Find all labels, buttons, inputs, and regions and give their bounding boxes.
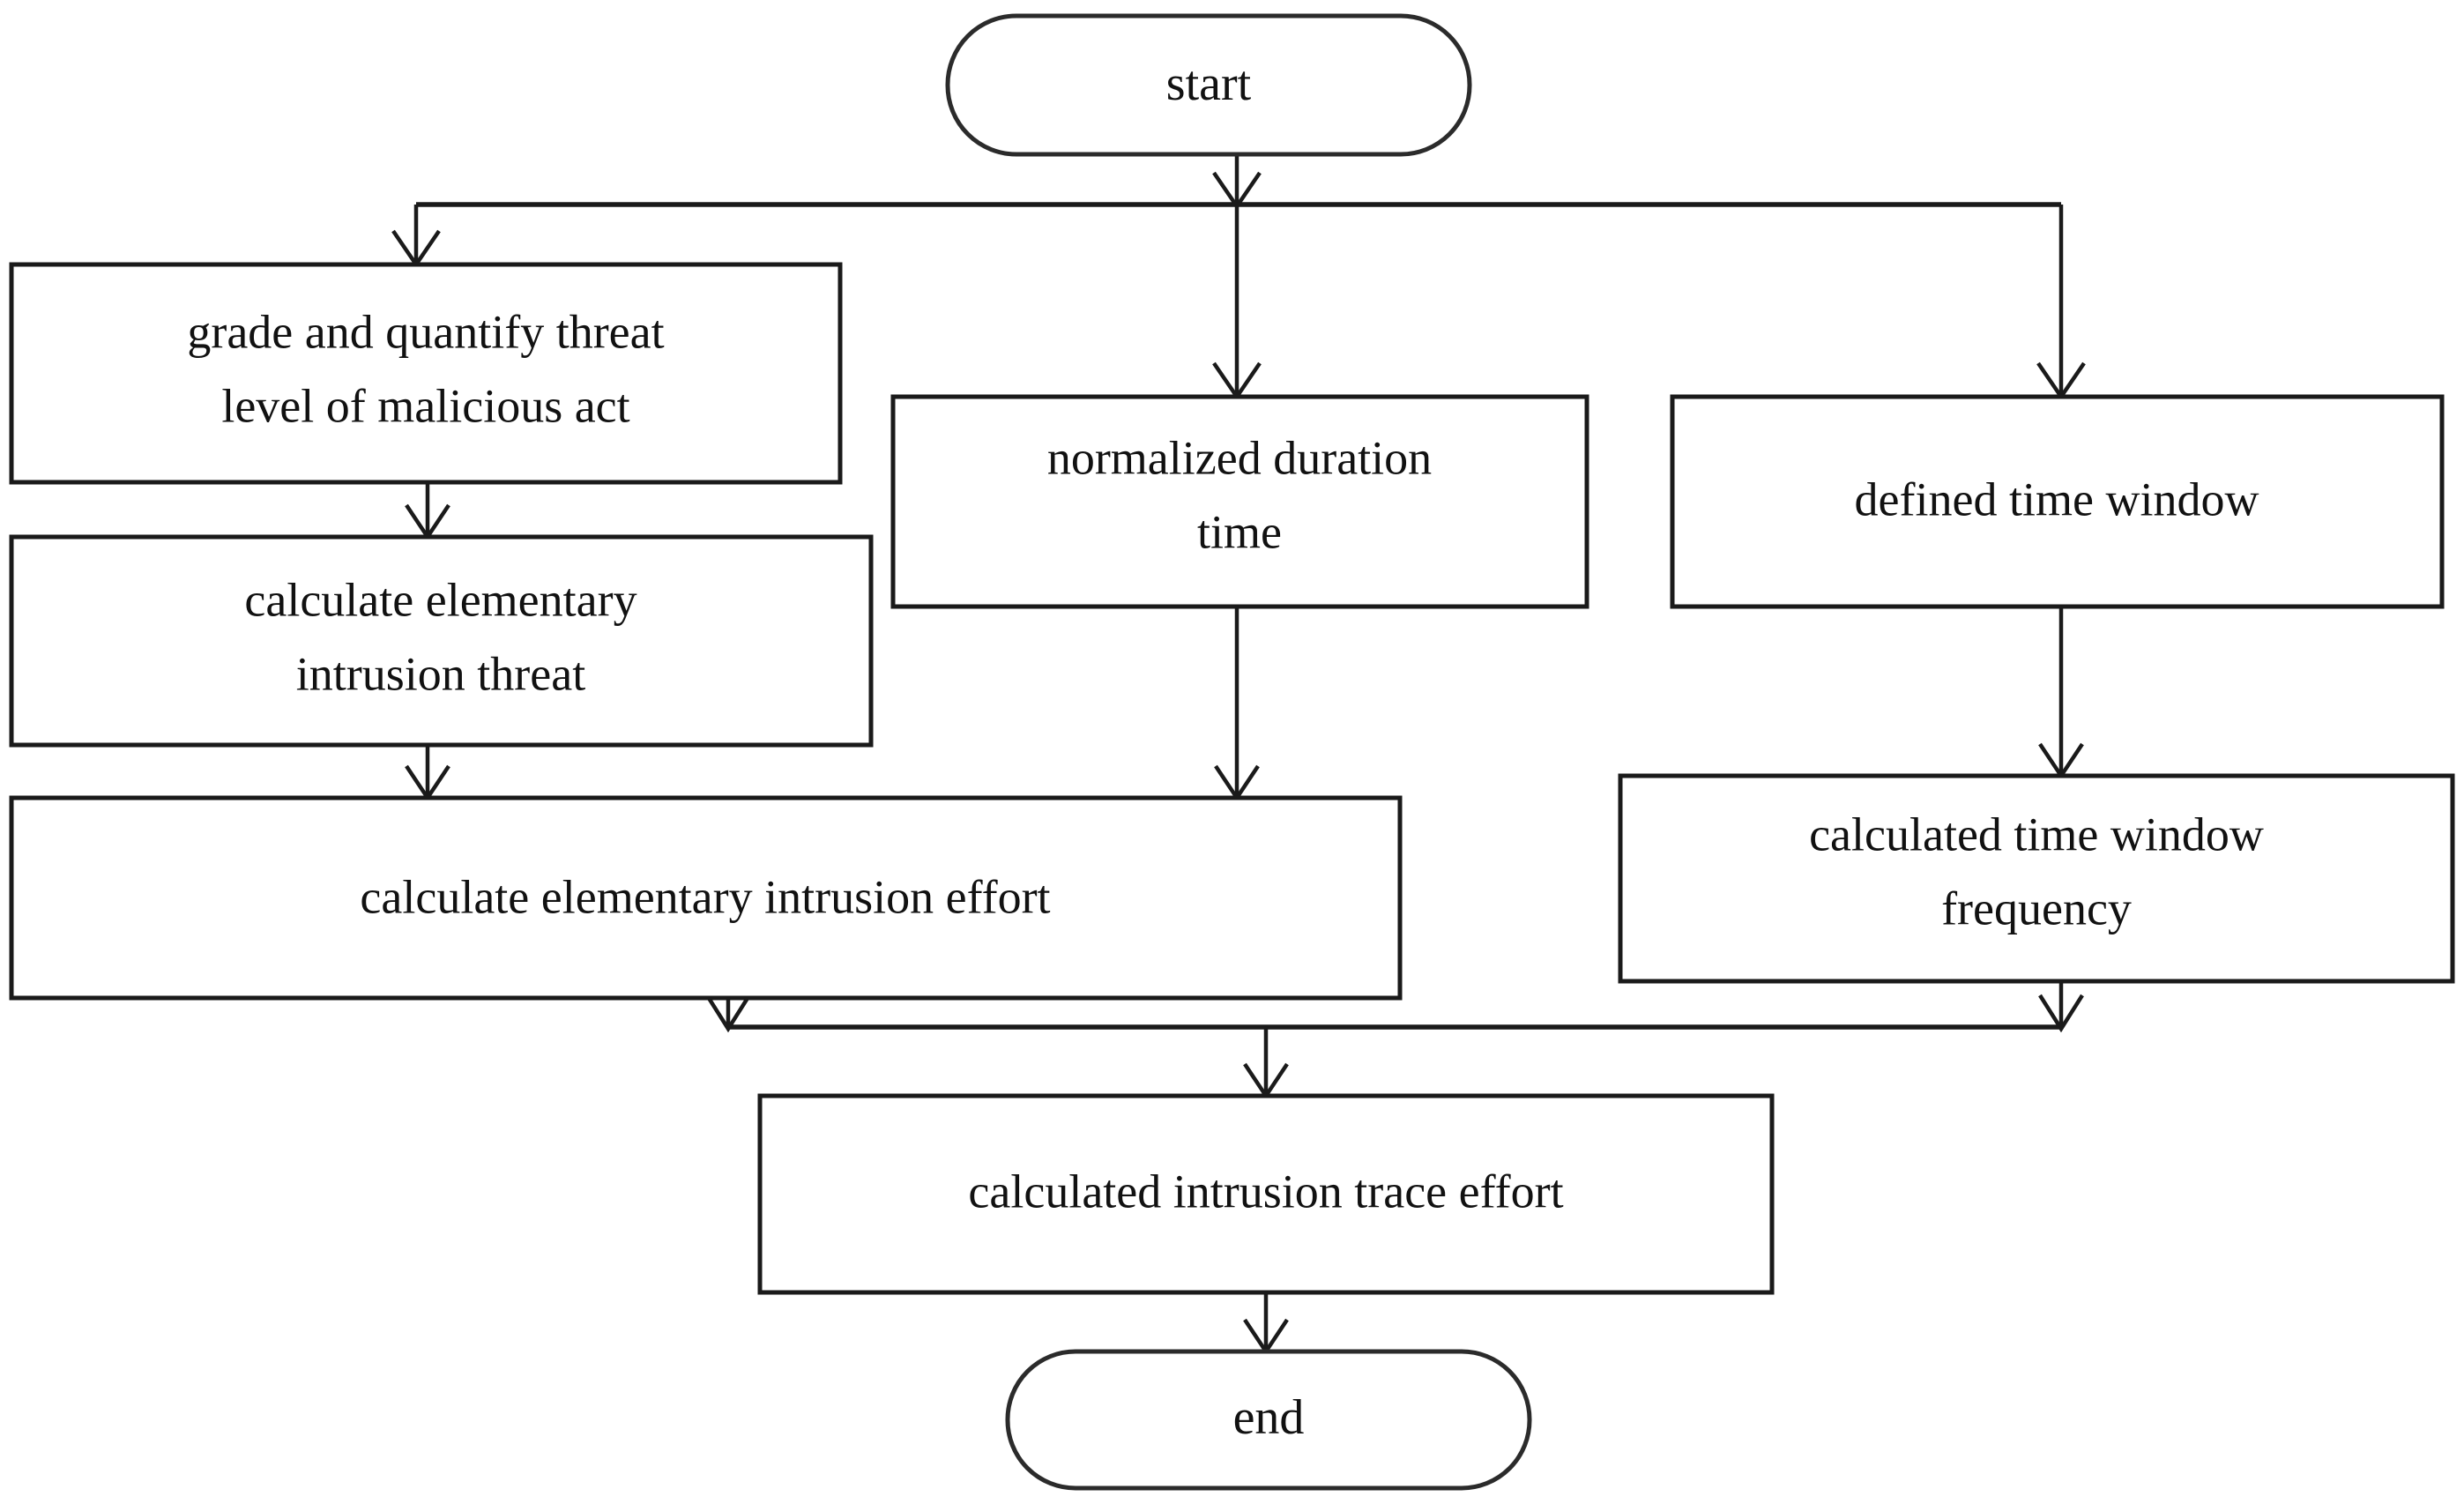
trace-effort-box-shape[interactable]: [757, 1093, 1775, 1295]
elem-threat-box-shape[interactable]: [9, 534, 874, 748]
window-freq-box-shape[interactable]: [1618, 773, 2455, 984]
start-label: start: [1166, 56, 1252, 111]
edge-window-to-window-freq: [2038, 607, 2084, 780]
edge-duration-to-elem-effort: [1214, 607, 1260, 802]
window-freq-label-line2: frequency: [1941, 882, 2132, 934]
edge-grade-to-elem-threat: [405, 482, 450, 541]
elem-threat-label-line2: intrusion threat: [296, 647, 585, 700]
window-freq-label-line1: calculated time window: [1809, 808, 2264, 860]
trace-effort-label: calculated intrusion trace effort: [968, 1165, 1563, 1217]
node-calculated-time-window-frequency[interactable]: calculated time window frequency: [1618, 773, 2455, 984]
duration-box-shape[interactable]: [890, 394, 1589, 609]
node-end[interactable]: end: [1005, 1349, 1532, 1491]
window-box-shape[interactable]: [1670, 394, 2445, 609]
end-terminator-shape[interactable]: [1005, 1349, 1532, 1491]
window-label-line1: defined time window: [1855, 473, 2259, 525]
end-label: end: [1233, 1390, 1305, 1445]
node-calculated-intrusion-trace-effort[interactable]: calculated intrusion trace effort: [757, 1093, 1775, 1295]
elem-threat-label-line1: calculate elementary: [244, 573, 636, 626]
node-grade-and-quantify-threat[interactable]: grade and quantify threat level of malic…: [9, 262, 843, 485]
elem-effort-label: calculate elementary intrusion effort: [360, 870, 1050, 923]
start-terminator-shape[interactable]: [945, 13, 1472, 157]
edge-elem-threat-to-elem-effort: [405, 745, 450, 802]
edge-trace-effort-to-end: [1243, 1292, 1289, 1356]
node-calculate-elementary-intrusion-threat[interactable]: calculate elementary intrusion threat: [9, 534, 874, 748]
grade-label-line2: level of malicious act: [221, 379, 629, 432]
duration-label-line1: normalized duration: [1047, 431, 1432, 484]
duration-label-line2: time: [1197, 505, 1282, 558]
node-defined-time-window[interactable]: defined time window: [1670, 394, 2445, 609]
node-calculate-elementary-intrusion-effort[interactable]: calculate elementary intrusion effort: [9, 795, 1403, 1001]
node-normalized-duration-time[interactable]: normalized duration time: [890, 394, 1589, 609]
node-start[interactable]: start: [945, 13, 1472, 157]
elem-effort-box-shape[interactable]: [9, 795, 1403, 1001]
grade-box-shape[interactable]: [9, 262, 843, 485]
grade-label-line1: grade and quantify threat: [187, 305, 664, 358]
